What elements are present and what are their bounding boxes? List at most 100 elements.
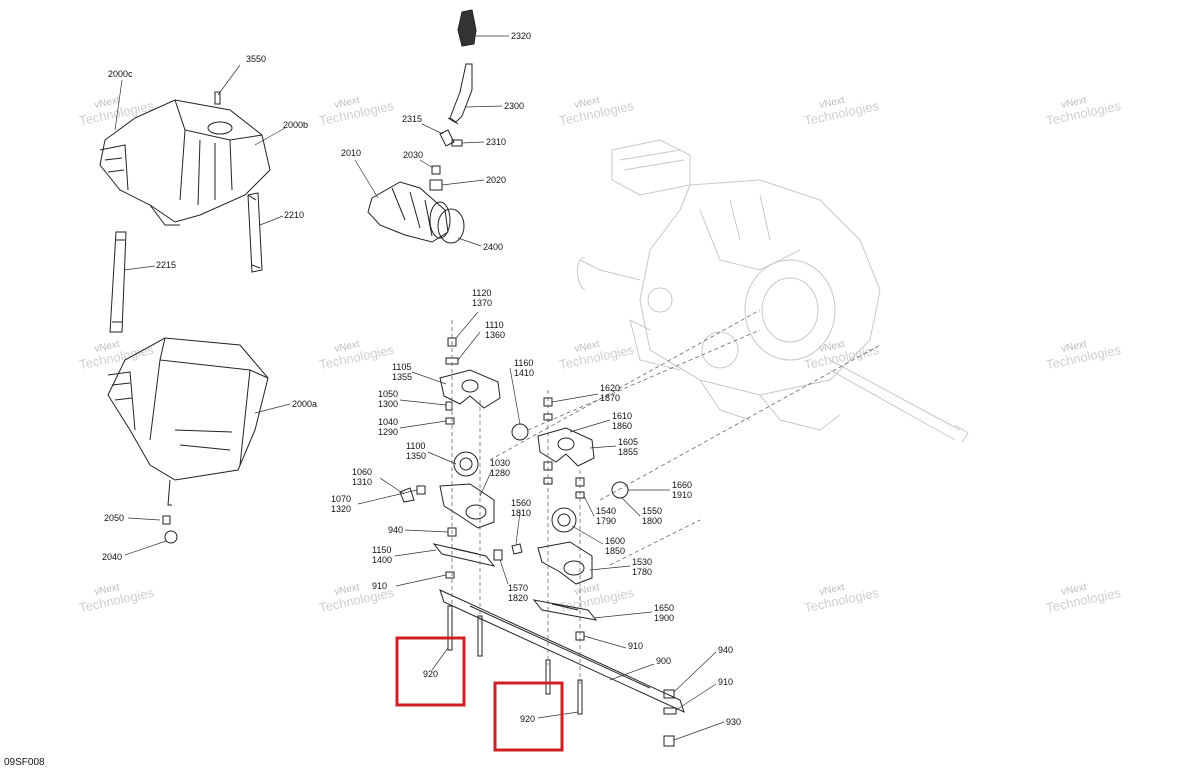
label-910-right: 910	[718, 677, 733, 687]
clamp-2400	[437, 208, 465, 244]
leader-line	[259, 215, 284, 226]
screw-3550	[214, 91, 221, 105]
label-900: 900	[656, 656, 671, 666]
label-1540: 1540	[596, 506, 616, 516]
hose-2320	[457, 9, 477, 47]
strap-2215	[109, 231, 127, 333]
tube-2300	[447, 63, 473, 125]
watermark: vNext	[93, 339, 121, 355]
label-1150: 1150	[372, 545, 391, 555]
leader-line	[254, 403, 291, 414]
label-910-left: 910	[372, 581, 387, 591]
fitting-2315	[439, 129, 455, 147]
label-940-upper: 940	[388, 525, 403, 535]
label-1100: 1100	[406, 441, 425, 451]
label-920-left: 920	[423, 669, 438, 679]
label-1030: 1030	[490, 458, 510, 468]
label-920-right: 920	[520, 714, 535, 724]
diagram-code: 09SF008	[4, 757, 45, 768]
label-910-mid: 910	[628, 641, 643, 651]
label-3550: 3550	[246, 54, 266, 64]
label-2000c: 2000c	[108, 69, 133, 79]
label-1160: 1160	[514, 358, 533, 368]
label-2310: 2310	[486, 137, 506, 147]
highlight-box-920-right	[493, 681, 564, 752]
alignment-lines	[451, 309, 881, 685]
label-1860: 1860	[612, 421, 632, 431]
label-940-lower: 940	[718, 645, 733, 655]
label-1050: 1050	[378, 389, 398, 399]
watermark: vNext	[1060, 95, 1088, 111]
leader-line	[461, 141, 485, 144]
leader-line	[123, 265, 156, 271]
grommet-2040	[164, 530, 178, 544]
label-1855: 1855	[618, 447, 638, 457]
label-1410: 1410	[514, 368, 534, 378]
engine-mount-assembly	[399, 337, 685, 747]
label-1360: 1360	[485, 330, 505, 340]
highlight-box-920-left	[395, 636, 466, 707]
seal-2030	[431, 165, 441, 175]
label-2400: 2400	[483, 242, 503, 252]
label-1900: 1900	[654, 613, 674, 623]
label-2000a: 2000a	[292, 399, 317, 409]
leader-line	[124, 540, 167, 556]
label-1800: 1800	[642, 516, 662, 526]
label-2040: 2040	[102, 552, 122, 562]
label-1320: 1320	[331, 504, 351, 514]
leader-line	[354, 159, 379, 199]
fitting-2020	[429, 179, 443, 191]
leader-line	[465, 105, 503, 108]
label-1810: 1810	[511, 508, 531, 518]
watermark: vNext	[1060, 582, 1088, 598]
watermark: vNext	[818, 582, 846, 598]
label-1070: 1070	[331, 494, 351, 504]
label-2215: 2215	[156, 260, 176, 270]
leader-line	[421, 123, 444, 135]
label-1650: 1650	[654, 603, 674, 613]
label-2010: 2010	[341, 148, 361, 158]
part-labels: 2000c 3550 2000b 2210 2215 2000a 2050 20…	[4, 31, 741, 768]
label-2050: 2050	[104, 513, 124, 523]
label-2030: 2030	[403, 150, 423, 160]
engine-ghost-illustration	[577, 139, 969, 443]
label-1040: 1040	[378, 417, 398, 427]
label-1110: 1110	[485, 320, 504, 330]
label-2320: 2320	[511, 31, 531, 41]
label-930: 930	[726, 717, 741, 727]
label-1780: 1780	[632, 567, 652, 577]
label-1560: 1560	[511, 498, 531, 508]
leader-line	[254, 127, 286, 146]
airbox-base-2000a	[107, 337, 269, 506]
leader-line	[457, 237, 482, 247]
label-1370: 1370	[472, 298, 492, 308]
label-1350: 1350	[406, 451, 426, 461]
leader-line	[441, 179, 485, 186]
label-1850: 1850	[605, 546, 625, 556]
label-2000b: 2000b	[283, 120, 308, 130]
label-1600: 1600	[605, 536, 625, 546]
label-1290: 1290	[378, 427, 398, 437]
label-2315: 2315	[402, 114, 422, 124]
watermark: vNext	[1060, 339, 1088, 355]
watermark: vNext	[333, 582, 361, 598]
watermark: vNext	[818, 339, 846, 355]
label-1300: 1300	[378, 399, 398, 409]
watermark: vNext	[93, 582, 121, 598]
label-1660: 1660	[672, 480, 692, 490]
label-1620: 1620	[600, 383, 620, 393]
label-1610: 1610	[612, 411, 632, 421]
label-1870: 1870	[600, 393, 620, 403]
strap-2210	[247, 192, 263, 273]
leader-line	[217, 64, 241, 96]
watermark: vNext	[818, 95, 846, 111]
leader-line	[127, 517, 161, 521]
label-1605: 1605	[618, 437, 638, 447]
label-1550: 1550	[642, 506, 662, 516]
label-1355: 1355	[392, 372, 412, 382]
clamp-2310	[451, 139, 463, 147]
screw-2050	[162, 515, 171, 525]
intake-adaptor-2010	[367, 181, 451, 243]
leader-line	[419, 159, 434, 169]
